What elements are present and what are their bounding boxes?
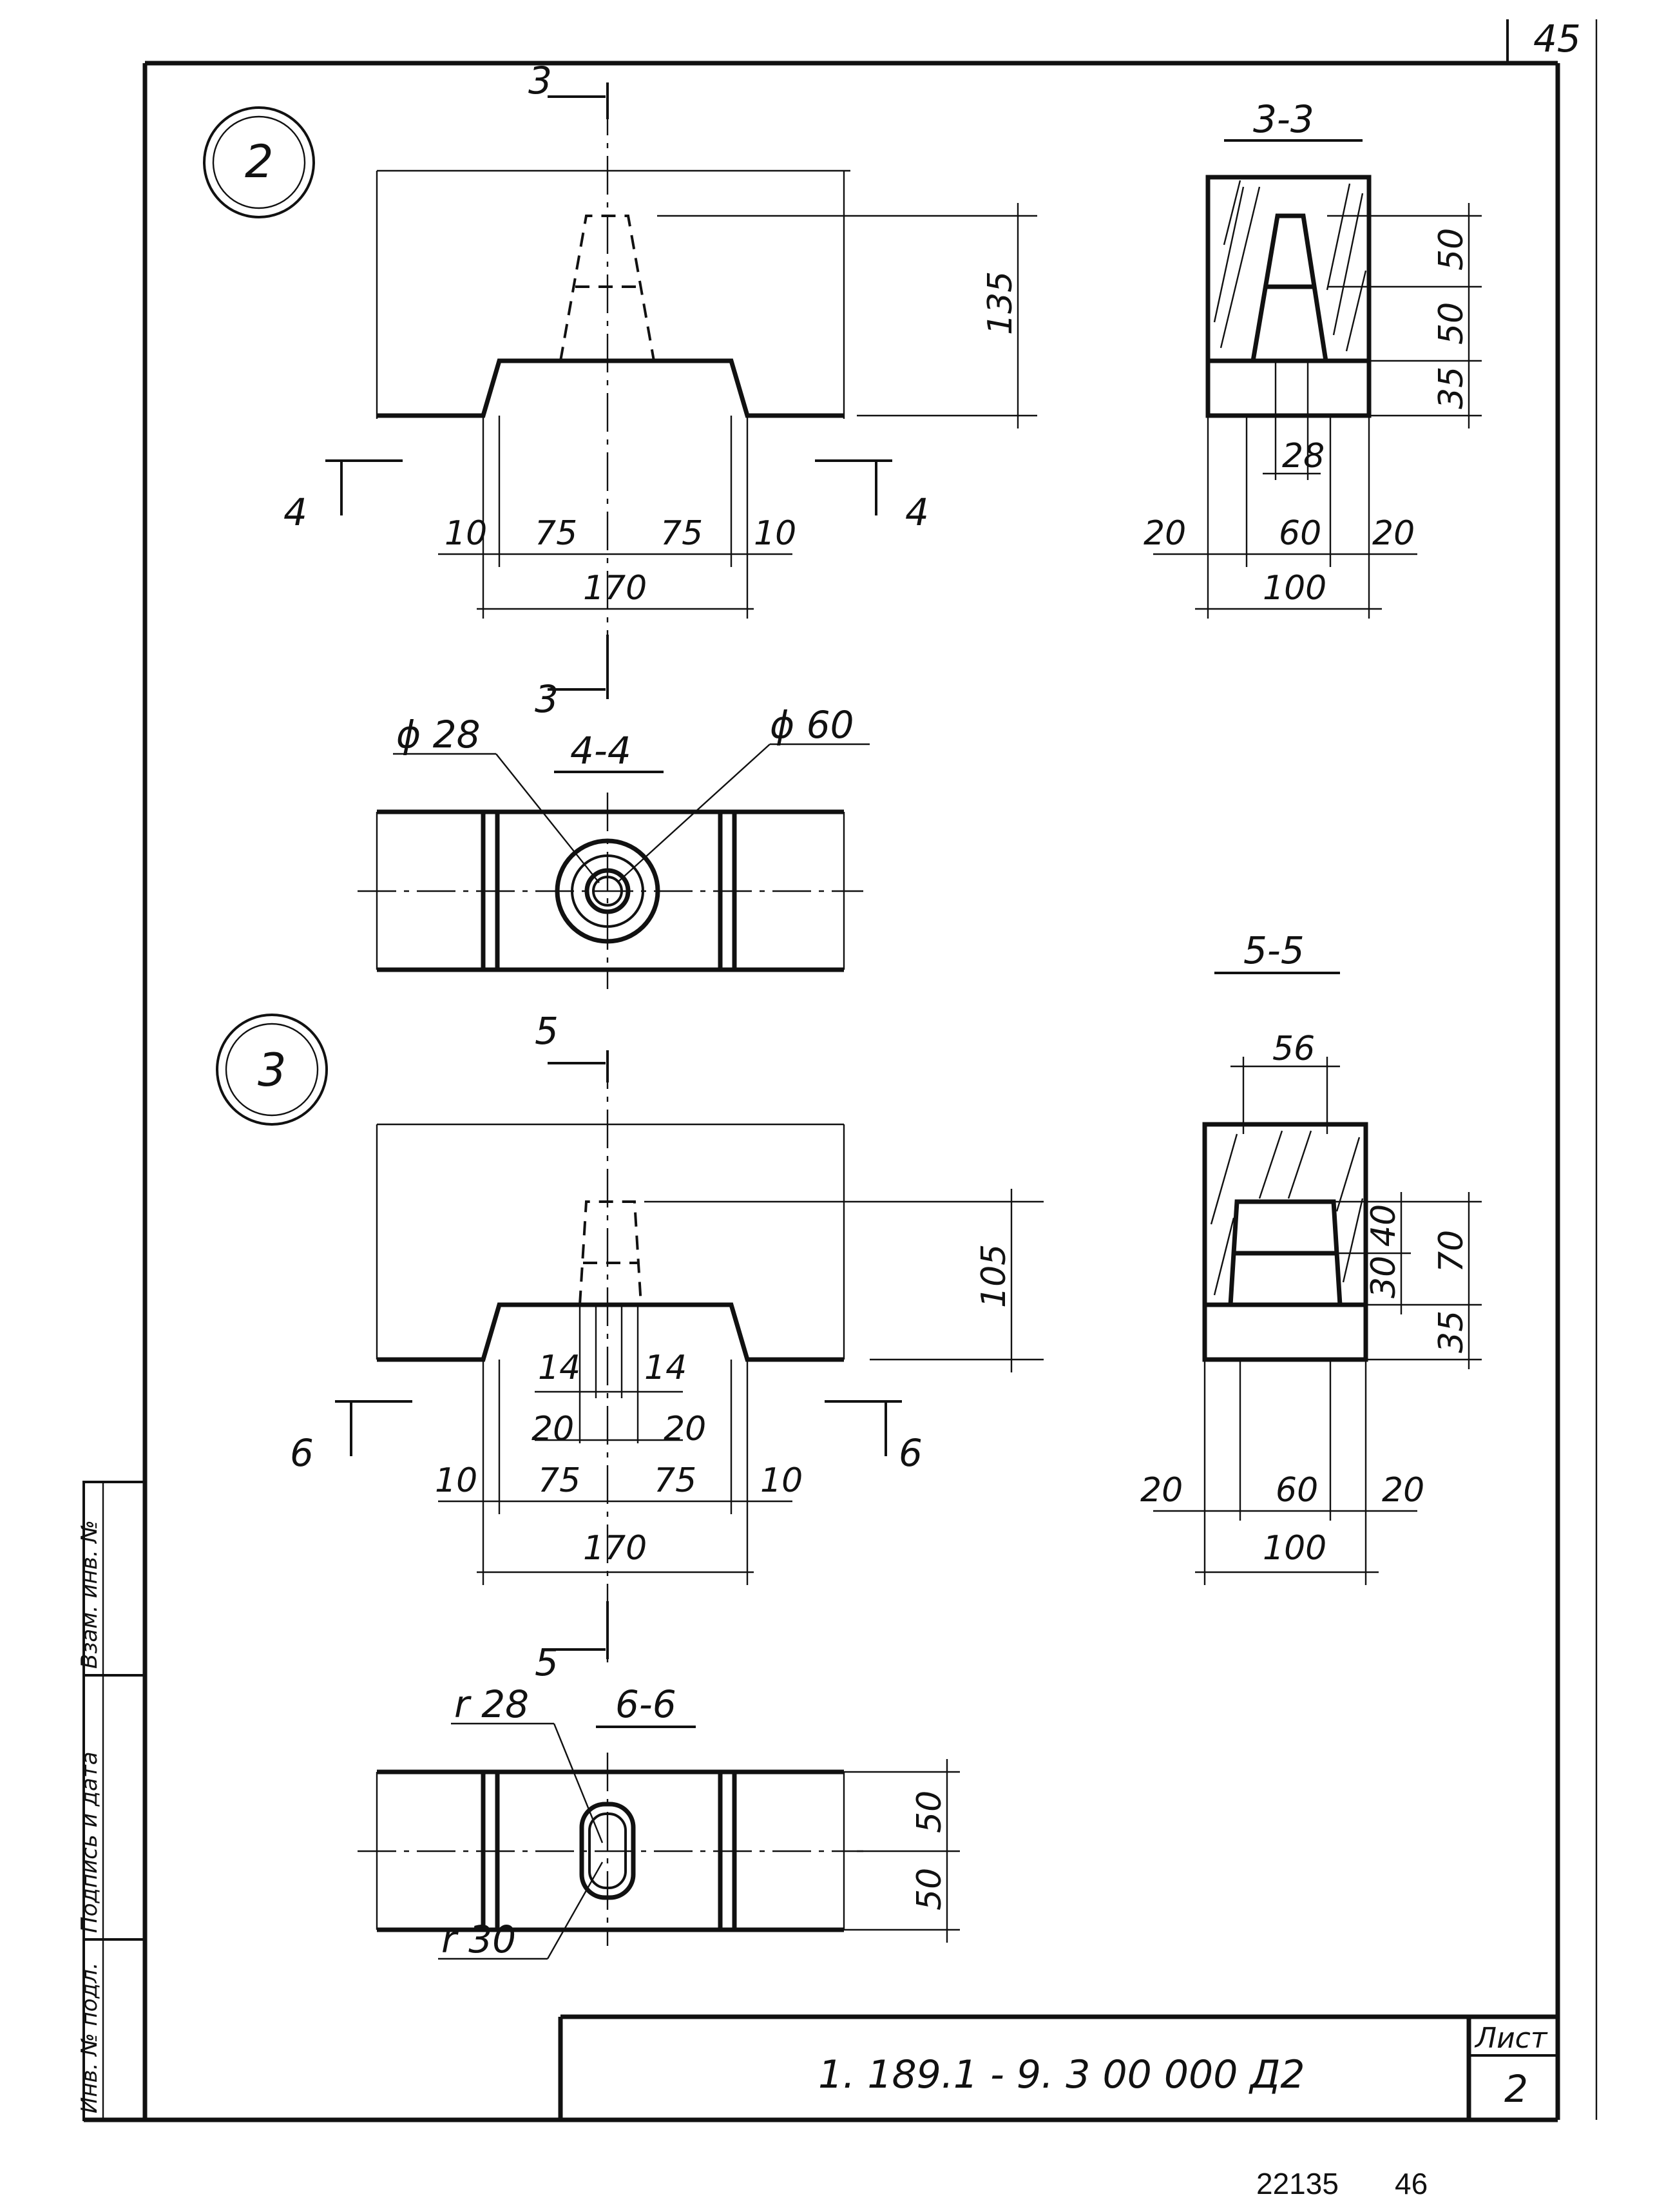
dim3-left-edge: 10 [435, 1461, 477, 1500]
s55-dim-top-width: 56 [1272, 1030, 1315, 1068]
dim-right-edge: 10 [754, 514, 796, 553]
s33-dim-left: 20 [1144, 514, 1186, 553]
dim-left-half: 75 [535, 514, 577, 553]
section-6-label-right: 6 [899, 1431, 923, 1475]
title-block [558, 2014, 1558, 2120]
dim3-right-edge: 10 [760, 1461, 803, 1500]
section-4-label-left: 4 [283, 490, 307, 534]
section-6-label-left: 6 [290, 1431, 314, 1475]
s55-dim-70: 70 [1432, 1230, 1471, 1273]
s66-radius-28: r 28 [454, 1682, 529, 1726]
s33-dim-h-top: 50 [1432, 228, 1471, 271]
side-label-inv: Инв. № подл. [77, 1962, 102, 2113]
node-3-elevation [335, 1050, 1044, 1662]
dim-right-half: 75 [660, 514, 703, 553]
node-2-marker [203, 106, 315, 218]
section-6-6-drawing [358, 1722, 960, 1960]
corner-sheet-number: 45 [1533, 17, 1581, 61]
s55-dim-35: 35 [1432, 1311, 1471, 1353]
s55-dim-40: 40 [1364, 1204, 1403, 1247]
section-5-5-drawing [1153, 1057, 1482, 1585]
footer-code: 22135 [1256, 2167, 1339, 2200]
s55-dim-left: 20 [1140, 1471, 1183, 1510]
s33-dim-h-mid: 50 [1432, 302, 1471, 345]
drawing-designation: 1. 189.1 - 9. 3 00 000 Д2 [818, 2052, 1305, 2097]
sheet-label: Лист [1474, 2022, 1548, 2055]
node-3-marker [216, 1014, 328, 1126]
s55-dim-30: 30 [1364, 1256, 1403, 1298]
s44-diameter-60: ϕ 60 [770, 703, 854, 747]
footer-page: 46 [1395, 2167, 1428, 2200]
section-6-6-title: 6-6 [615, 1682, 676, 1726]
s33-dim-mid: 60 [1279, 514, 1321, 553]
section-3-label-bottom: 3 [535, 677, 559, 721]
node-3-number: 3 [258, 1044, 287, 1097]
dim-mid-20-left: 20 [531, 1410, 574, 1448]
dim-total-170: 170 [583, 569, 647, 608]
s55-dim-mid: 60 [1276, 1471, 1318, 1510]
dim3-total-170: 170 [583, 1529, 647, 1568]
dim-height-135: 135 [981, 271, 1020, 335]
section-4-4-title: 4-4 [570, 729, 631, 773]
section-3-3-title: 3-3 [1253, 97, 1314, 141]
section-3-label-top: 3 [528, 59, 552, 102]
node-2-number: 2 [245, 135, 274, 188]
node-2-elevation [325, 82, 1037, 699]
s66-dim-bottom: 50 [910, 1868, 949, 1910]
s55-dim-right: 20 [1382, 1471, 1424, 1510]
dim-height-105: 105 [975, 1244, 1013, 1308]
section-5-label-top: 5 [535, 1009, 559, 1053]
s66-radius-30: r 30 [441, 1918, 516, 1961]
dim-mid-20-right: 20 [664, 1410, 706, 1448]
section-5-5-title: 5-5 [1243, 928, 1305, 972]
section-4-label-right: 4 [905, 490, 929, 534]
s33-dim-hole: 28 [1282, 437, 1325, 476]
sheet-number: 2 [1504, 2067, 1528, 2111]
section-3-3-drawing [1153, 175, 1482, 619]
s55-dim-total: 100 [1263, 1529, 1326, 1568]
dim-left-edge: 10 [445, 514, 487, 553]
section-5-label-bottom: 5 [535, 1640, 559, 1684]
dim-inner-14-left: 14 [538, 1349, 580, 1387]
s66-dim-top: 50 [910, 1791, 949, 1833]
s33-dim-right: 20 [1372, 514, 1415, 553]
side-label-replace: Взам. инв. № [77, 1520, 102, 1669]
dim-inner-14-right: 14 [644, 1349, 687, 1387]
section-4-4-drawing [358, 743, 870, 989]
s33-dim-total: 100 [1263, 569, 1326, 608]
side-stamp [82, 1481, 146, 2121]
side-label-sign: Подпись и дата [77, 1751, 102, 1933]
dim3-right-half: 75 [654, 1461, 696, 1500]
s44-diameter-28: ϕ 28 [396, 713, 481, 756]
dim3-left-half: 75 [538, 1461, 580, 1500]
s33-dim-h-base: 35 [1432, 367, 1471, 409]
